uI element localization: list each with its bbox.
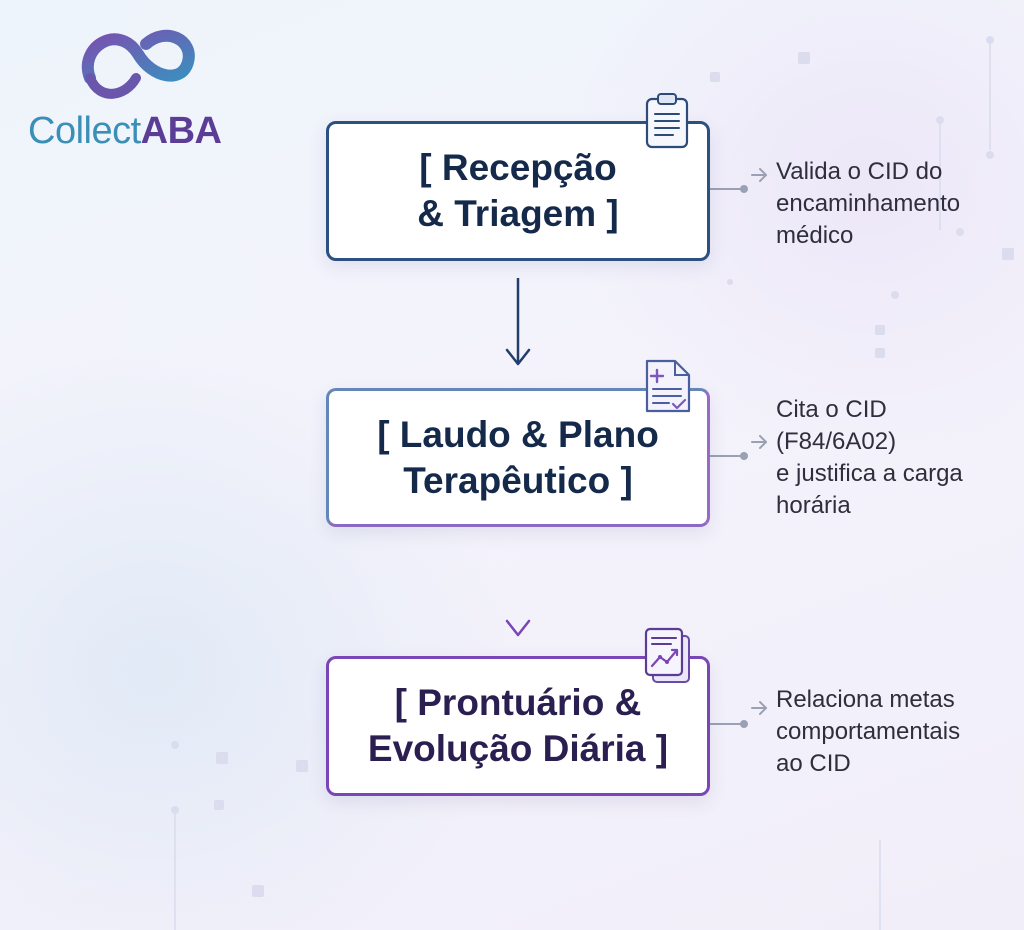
step-title: [ Prontuário & Evolução Diária ] [367,682,669,769]
chart-report-icon [644,627,690,683]
medical-document-icon [645,359,691,413]
step-title: [ Recepção & Triagem ] [417,147,619,234]
infinity-symbol-icon [81,29,195,99]
logo-text-light: Collect [28,110,141,152]
step-record-daily-evolution: [ Prontuário & Evolução Diária ] [326,656,710,796]
clipboard-icon [645,93,689,149]
logo-wordmark: CollectABA [28,110,222,153]
step-title: [ Laudo & Plano Terapêutico ] [377,413,659,501]
step-note-cid-citation: Cita o CID (F84/6A02) e justifica a carg… [776,396,963,519]
logo-text-bold: ABA [140,110,222,152]
step-note-cid-validation: Valida o CID do encaminhamento médico [776,158,961,249]
step-reception-triage: [ Recepção & Triagem ] [326,121,710,261]
step-note-behavioral-goals: Relaciona metas comportamentais ao CID [776,686,961,777]
collectaba-logo: CollectABA [26,26,256,156]
